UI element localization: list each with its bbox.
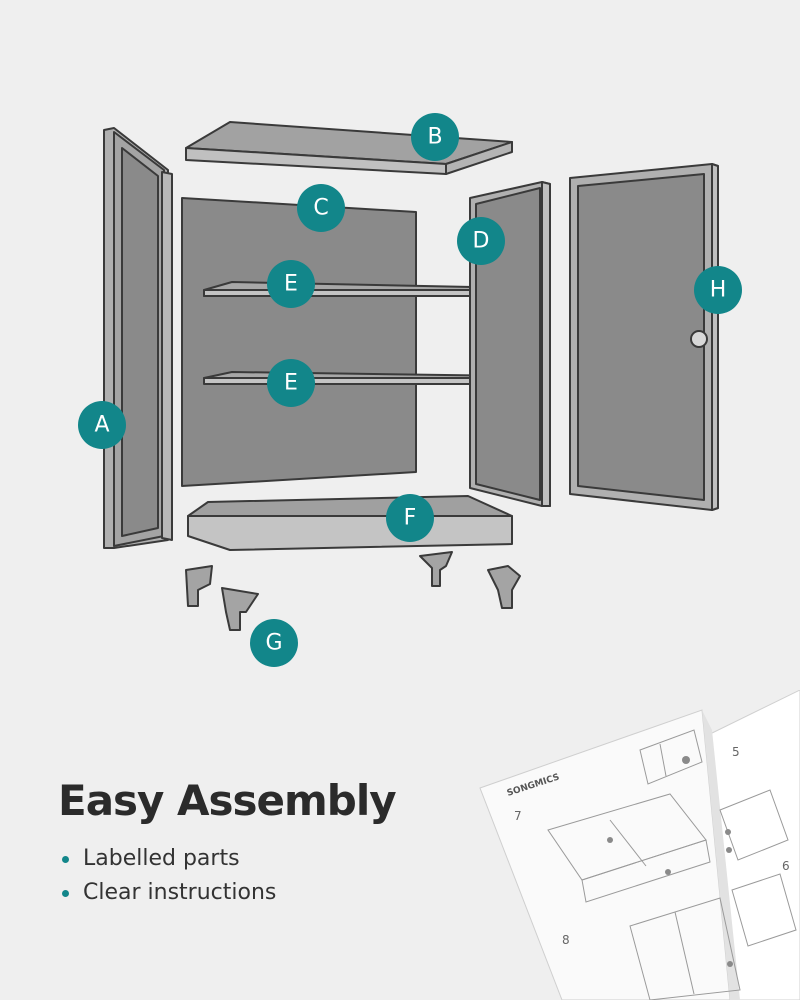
manual-step-number: 8 [562,933,570,947]
door-a [103,127,173,549]
instruction-manual-image: SONGMICS 5 6 7 8 [479,690,800,1000]
cabinet-exploded-diagram: A B C D E E F G H [78,113,742,667]
bottom-panel-f [187,495,513,551]
part-label-b: B [411,113,459,161]
svg-text:C: C [313,196,328,221]
manual-step-number: 7 [514,809,522,823]
part-label-d: D [457,217,505,265]
svg-text:H: H [710,278,727,303]
page-heading: Easy Assembly [58,776,397,825]
part-label-c: C [297,184,345,232]
manual-step-number: 5 [732,745,740,759]
feature-item: Labelled parts [58,842,276,876]
part-label-e-lower: E [267,359,315,407]
part-label-h: H [694,266,742,314]
manual-step-number: 6 [782,859,790,873]
bullet-icon [62,889,69,897]
door-h [569,163,719,511]
feet-g [185,551,521,631]
part-label-e-upper: E [267,260,315,308]
svg-text:D: D [473,229,490,254]
svg-text:A: A [94,413,109,438]
part-label-f: F [386,494,434,542]
feature-label: Labelled parts [83,846,240,871]
feature-item: Clear instructions [58,876,276,910]
top-panel-b [185,121,513,175]
part-label-a: A [78,401,126,449]
svg-text:E: E [284,272,298,297]
svg-text:F: F [404,506,417,531]
svg-text:B: B [427,125,442,150]
svg-text:E: E [284,371,298,396]
bullet-icon [62,855,69,863]
back-panel-c [181,197,417,487]
feature-list: Labelled parts Clear instructions [58,842,276,910]
svg-text:G: G [265,631,282,656]
feature-label: Clear instructions [83,880,277,905]
part-label-g: G [250,619,298,667]
